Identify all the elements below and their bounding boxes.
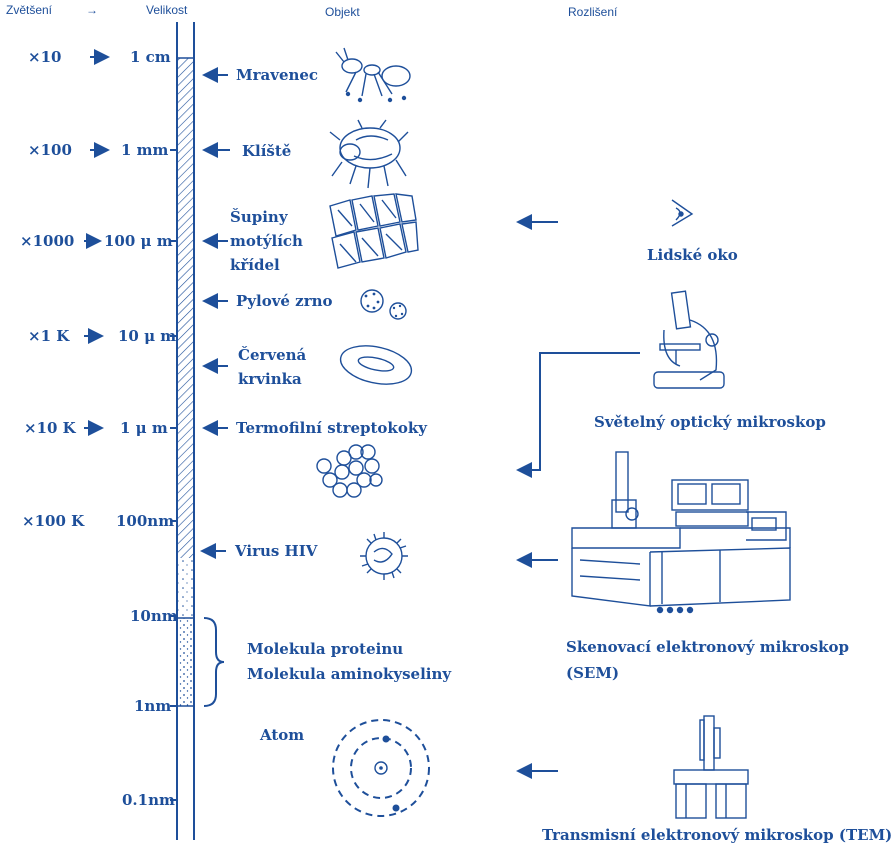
red-blood-cell-icon bbox=[339, 345, 413, 385]
tem-microscope-icon bbox=[673, 715, 749, 819]
object-butterfly-label-2: motýlích bbox=[230, 232, 303, 250]
object-ant-label: Mravenec bbox=[236, 66, 318, 84]
size-labels: 1 cm 1 mm 100 μ m 10 μ m 1 μ m 100nm 10n… bbox=[104, 48, 178, 809]
sem-microscope-icon bbox=[571, 451, 791, 614]
scale-bar bbox=[170, 22, 195, 840]
size-label: 100nm bbox=[116, 512, 174, 530]
header-object: Objekt bbox=[325, 5, 360, 19]
header-size: Velikost bbox=[146, 3, 188, 17]
resolution-arrows bbox=[516, 214, 558, 779]
molecule-brace bbox=[203, 617, 225, 707]
object-hiv-label: Virus HIV bbox=[234, 542, 318, 560]
size-label: 100 μ m bbox=[104, 232, 173, 250]
butterfly-scales-icon bbox=[329, 193, 419, 269]
instrument-labels: Lidské oko Světelný optický mikroskop Sk… bbox=[542, 246, 892, 844]
object-strepto-label: Termofilní streptokoky bbox=[236, 419, 428, 437]
mag-label: ×100 bbox=[28, 141, 72, 159]
object-butterfly-label-1: Šupiny bbox=[230, 208, 289, 226]
magnification-arrows bbox=[84, 49, 110, 436]
eye-label: Lidské oko bbox=[647, 246, 738, 264]
size-label: 10nm bbox=[130, 607, 178, 625]
mag-label: ×100 K bbox=[22, 512, 85, 530]
size-label: 0.1nm bbox=[122, 791, 175, 809]
ant-icon bbox=[335, 47, 411, 103]
object-butterfly-label-3: křídel bbox=[230, 256, 280, 274]
size-label: 10 μ m bbox=[118, 327, 176, 345]
pollen-icon bbox=[360, 289, 407, 320]
optical-range-arrow bbox=[516, 352, 640, 478]
object-labels: Mravenec Klíště Šupiny motýlích křídel P… bbox=[230, 66, 452, 744]
sem-label-2: (SEM) bbox=[566, 664, 619, 682]
atom-icon bbox=[332, 719, 430, 817]
size-label: 1nm bbox=[134, 697, 171, 715]
object-arrows bbox=[200, 67, 230, 559]
mag-label: ×1000 bbox=[20, 232, 74, 250]
eye-icon bbox=[671, 199, 694, 227]
sem-label-1: Skenovací elektronový mikroskop bbox=[566, 638, 849, 656]
object-amino-label: Molekula aminokyseliny bbox=[247, 665, 452, 683]
object-protein-label: Molekula proteinu bbox=[247, 640, 403, 658]
optical-microscope-label: Světelný optický mikroskop bbox=[594, 413, 826, 431]
optical-microscope-icon bbox=[653, 290, 725, 389]
tem-label: Transmisní elektronový mikroskop (TEM) bbox=[542, 826, 892, 844]
object-rbc-label-2: krvinka bbox=[238, 370, 302, 388]
header-arrow: → bbox=[86, 3, 98, 17]
object-mite-label: Klíště bbox=[242, 142, 291, 160]
size-label: 1 cm bbox=[130, 48, 171, 66]
mite-icon bbox=[329, 119, 409, 189]
hiv-virus-icon bbox=[360, 532, 408, 580]
magnification-labels: ×10 ×100 ×1000 ×1 K ×10 K ×100 K bbox=[20, 48, 85, 530]
size-label: 1 mm bbox=[121, 141, 169, 159]
header-magnification: Zvětšení bbox=[6, 3, 53, 17]
object-rbc-label-1: Červená bbox=[238, 346, 307, 364]
mag-label: ×10 K bbox=[24, 419, 77, 437]
size-label: 1 μ m bbox=[120, 419, 168, 437]
streptococci-icon bbox=[316, 444, 383, 498]
mag-label: ×10 bbox=[28, 48, 61, 66]
mag-label: ×1 K bbox=[28, 327, 70, 345]
header-resolution: Rozlišení bbox=[568, 5, 618, 19]
object-pollen-label: Pylové zrno bbox=[236, 292, 333, 310]
object-atom-label: Atom bbox=[259, 726, 304, 744]
